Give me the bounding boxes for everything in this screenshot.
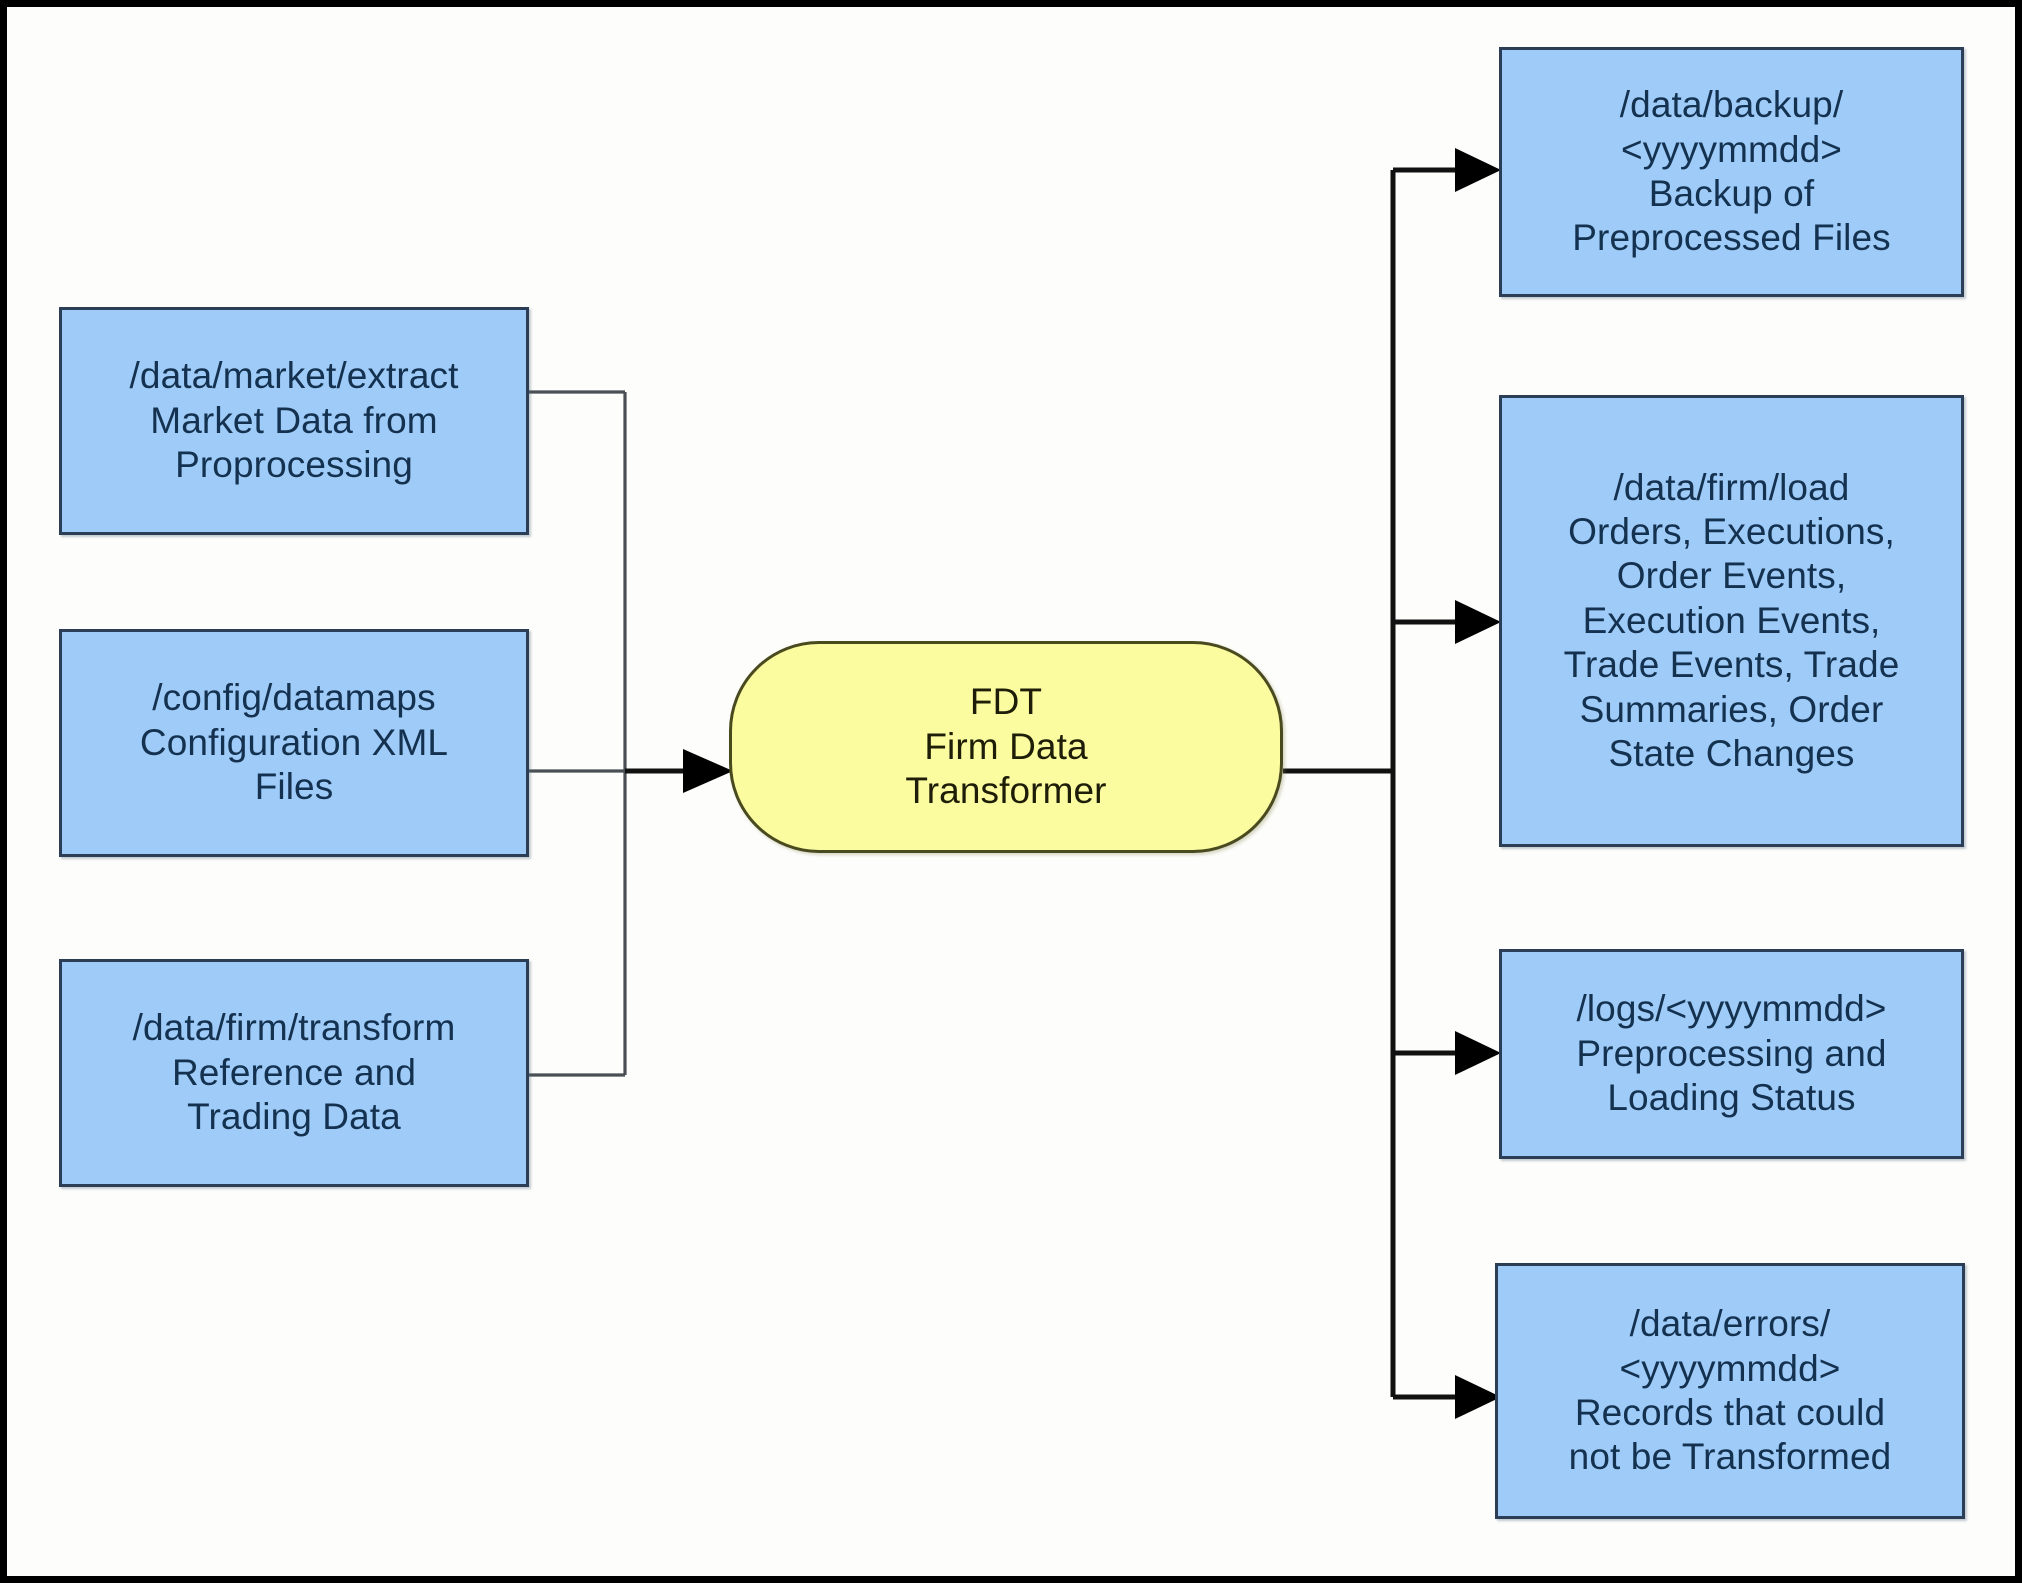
node-line: /data/firm/transform	[132, 1007, 456, 1049]
diagram-surface: /data/market/extract Market Data from Pr…	[7, 7, 2015, 1576]
node-line: FDT	[969, 681, 1043, 723]
arrow-head-logs	[1455, 1031, 1501, 1075]
input-node-firm-transform[interactable]: /data/firm/transform Reference and Tradi…	[59, 959, 529, 1187]
node-line: /data/errors/	[1629, 1303, 1831, 1345]
node-line: Order Events,	[1616, 555, 1847, 597]
node-line: Execution Events,	[1582, 599, 1881, 641]
node-line: Orders, Executions,	[1568, 511, 1895, 553]
node-line: Loading Status	[1607, 1077, 1856, 1119]
node-line: /logs/<yyyymmdd>	[1576, 988, 1887, 1030]
arrow-head-firm-load	[1455, 600, 1501, 644]
arrow-head-data-backup	[1455, 148, 1501, 192]
output-node-data-backup[interactable]: /data/backup/ <yyyymmdd> Backup of Prepr…	[1499, 47, 1964, 297]
output-node-data-errors[interactable]: /data/errors/ <yyyymmdd> Records that co…	[1495, 1263, 1965, 1519]
node-line: /data/market/extract	[129, 355, 459, 397]
node-line: Files	[254, 766, 334, 808]
node-line: Trading Data	[187, 1096, 401, 1138]
node-line: <yyyymmdd>	[1619, 1347, 1841, 1389]
output-node-firm-load[interactable]: /data/firm/load Orders, Executions, Orde…	[1499, 395, 1964, 847]
node-line: /data/backup/	[1619, 84, 1844, 126]
node-line: /config/datamaps	[152, 677, 436, 719]
node-line: State Changes	[1608, 732, 1855, 774]
node-line: Trade Events, Trade	[1563, 644, 1900, 686]
output-node-logs[interactable]: /logs/<yyyymmdd> Preprocessing and Loadi…	[1499, 949, 1964, 1159]
node-line: Records that could	[1574, 1392, 1886, 1433]
node-line: Summaries, Order	[1579, 688, 1884, 730]
node-line: Configuration XML	[139, 721, 449, 763]
node-line: Backup of	[1648, 173, 1815, 214]
input-node-config-datamaps[interactable]: /config/datamaps Configuration XML Files	[59, 629, 529, 857]
node-line: Market Data from	[150, 399, 438, 441]
node-line: /data/firm/load	[1613, 466, 1850, 508]
node-line: Preprocessing and	[1576, 1032, 1887, 1074]
node-line: Proprocessing	[175, 444, 413, 486]
node-line: <yyyymmdd>	[1620, 128, 1842, 170]
process-node-fdt[interactable]: FDT Firm Data Transformer	[729, 641, 1283, 853]
node-line: Transformer	[905, 770, 1107, 812]
input-arrow-head	[683, 749, 733, 793]
node-line: Firm Data	[924, 725, 1088, 767]
node-line: Preprocessed Files	[1572, 217, 1891, 259]
node-line: Reference and	[171, 1051, 417, 1093]
input-node-market-extract[interactable]: /data/market/extract Market Data from Pr…	[59, 307, 529, 535]
node-line: not be Transformed	[1568, 1436, 1892, 1478]
